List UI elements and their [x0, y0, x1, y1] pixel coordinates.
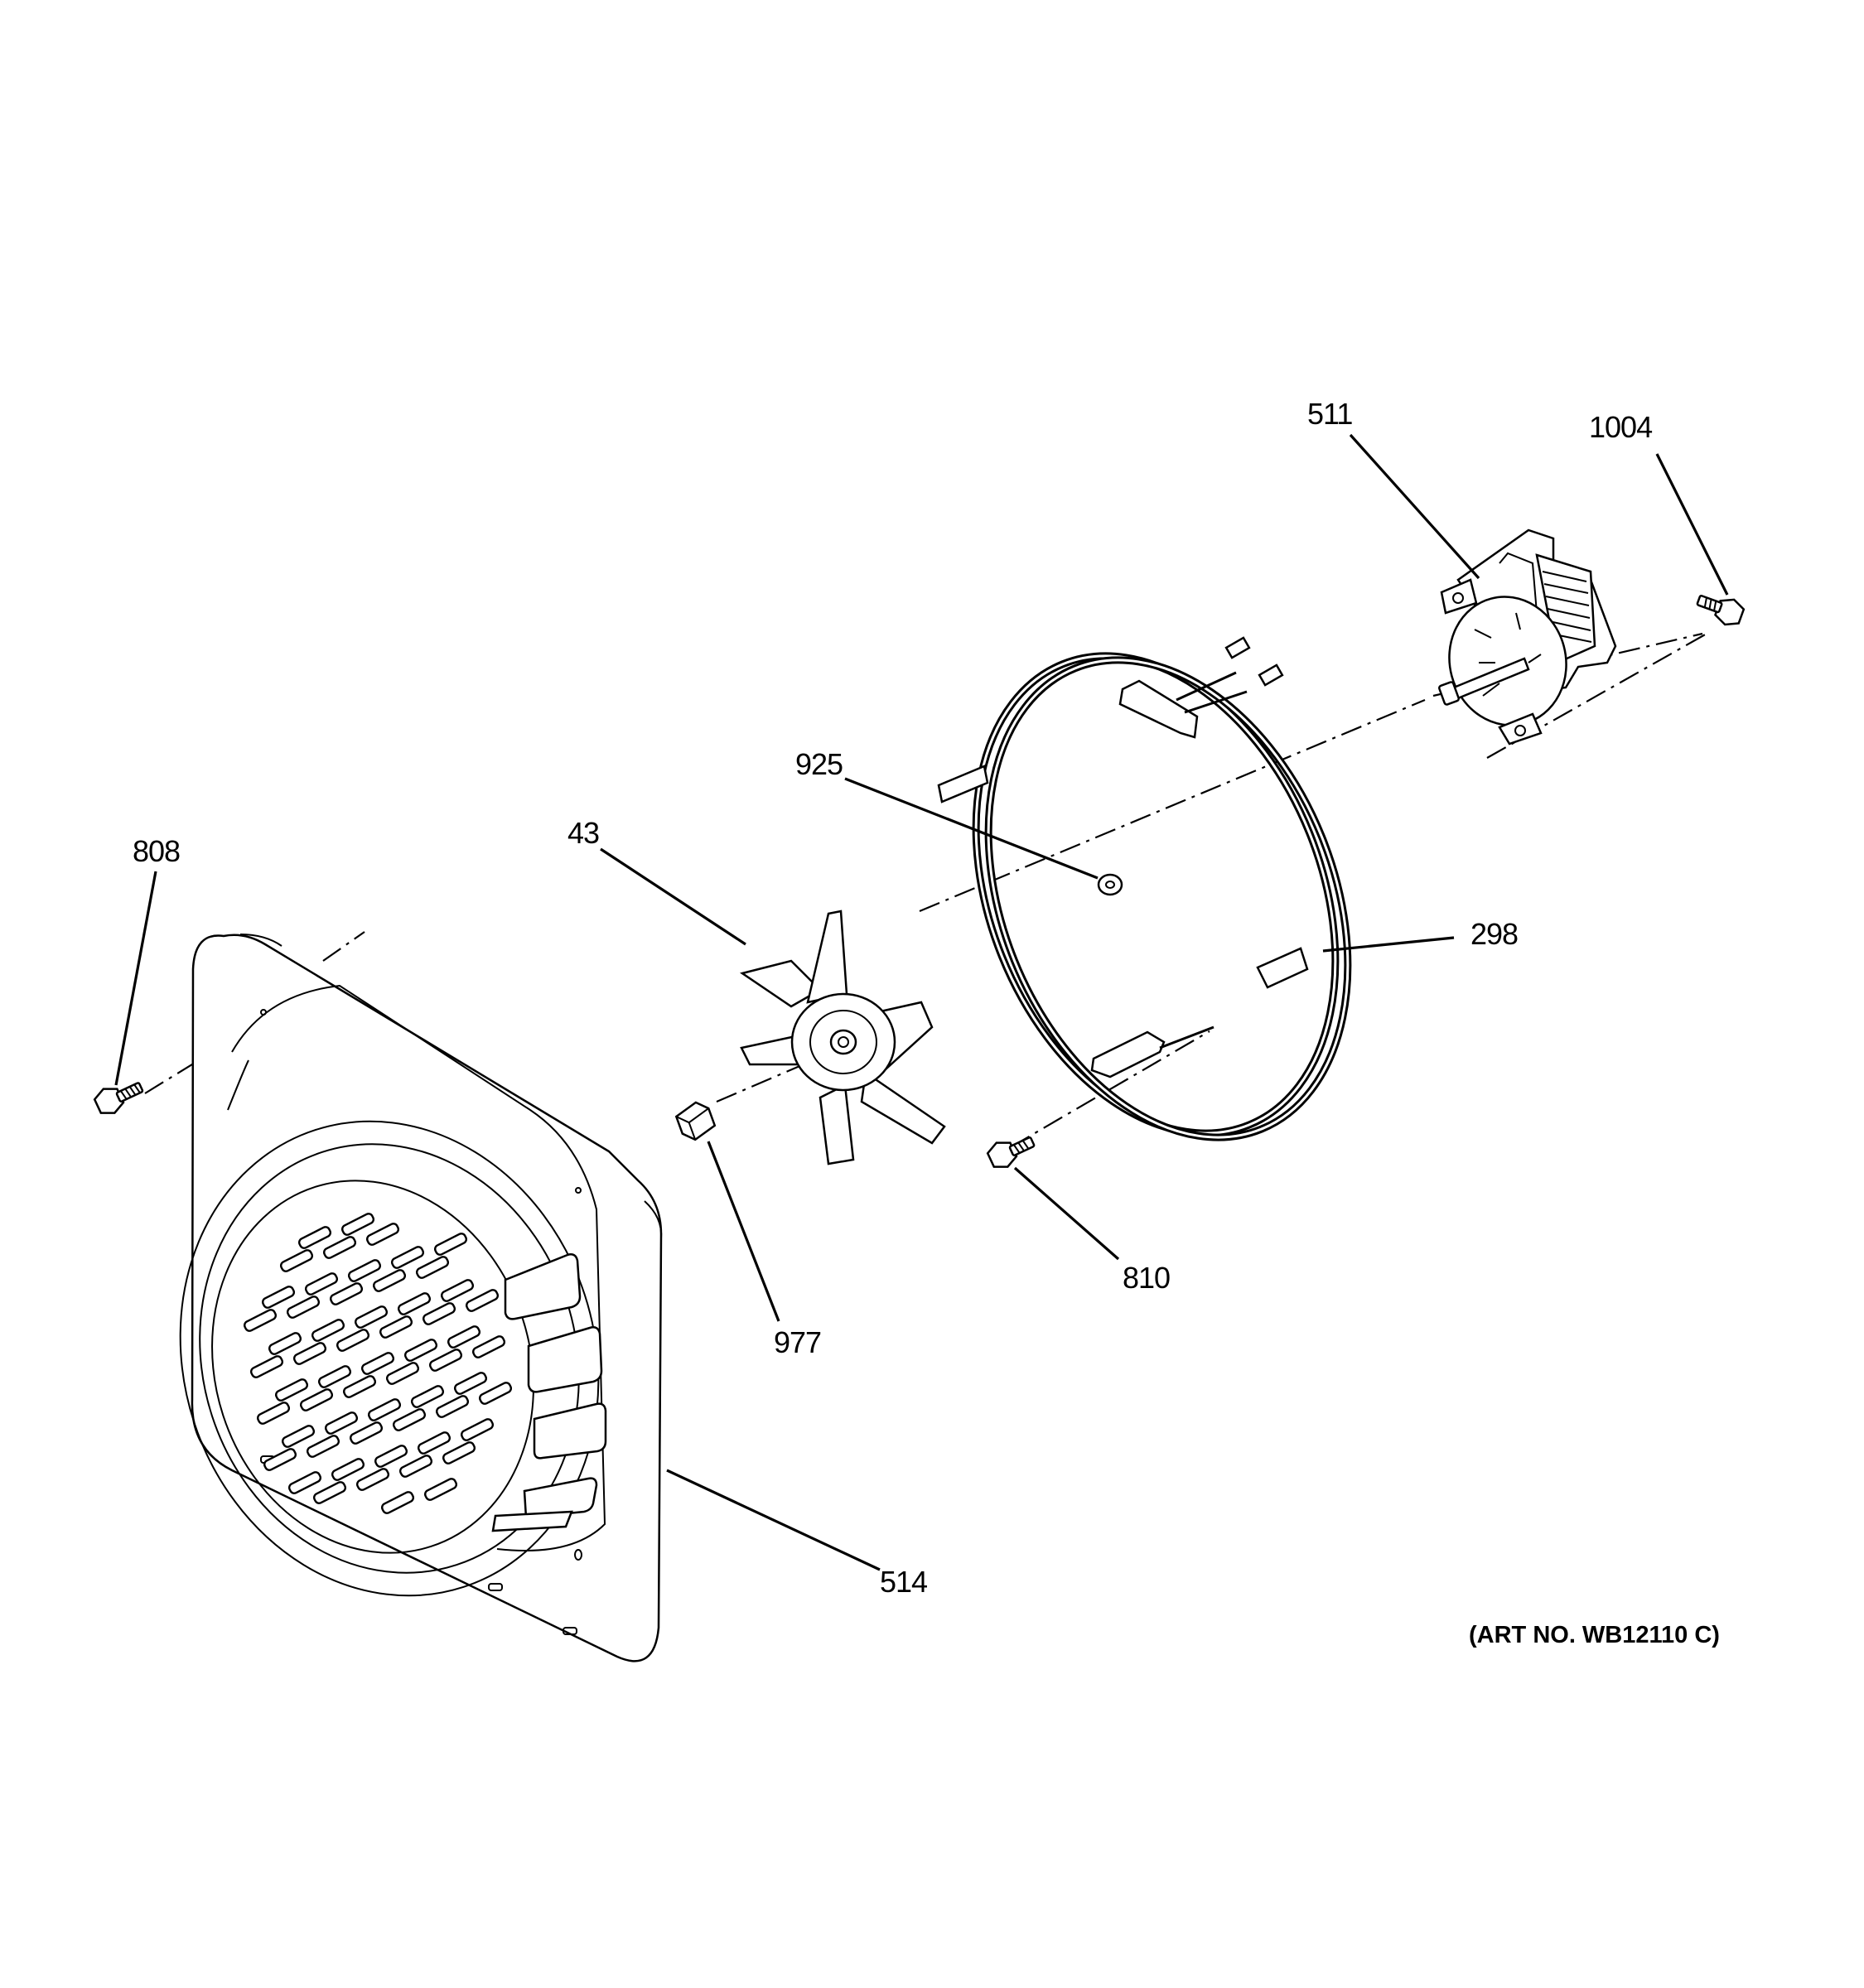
callout-808: 808	[133, 834, 180, 868]
grille-slot	[331, 1458, 365, 1481]
grille-slot	[453, 1372, 488, 1395]
grille-slot	[297, 1226, 332, 1249]
grille-slot	[415, 1256, 450, 1279]
grille-slot	[385, 1362, 420, 1385]
grille-slot	[372, 1269, 407, 1292]
callout-810: 810	[1123, 1261, 1170, 1295]
heating-element	[937, 636, 1352, 1141]
grille-slot	[311, 1319, 345, 1342]
grille-slot	[249, 1355, 284, 1378]
screw-810	[986, 1136, 1036, 1168]
callout-514: 514	[880, 1565, 927, 1599]
fan-cover-panel	[179, 934, 663, 1662]
grille-slot	[347, 1259, 382, 1282]
grille-slot	[243, 1309, 278, 1332]
grille-slot	[428, 1349, 463, 1372]
callout-298: 298	[1470, 917, 1518, 951]
fan-blade	[739, 910, 946, 1165]
callout-labels: 511 1004 925 43 808 298 810 977 514 (ART…	[133, 397, 1720, 1648]
fan-motor	[1438, 528, 1617, 746]
grille-slot	[322, 1236, 357, 1259]
callout-43: 43	[567, 816, 599, 850]
callout-511: 511	[1307, 397, 1352, 431]
grille-slot	[279, 1249, 314, 1272]
grille-slot	[392, 1408, 427, 1431]
callout-977: 977	[774, 1325, 821, 1359]
grille-slot	[281, 1425, 316, 1448]
nut-977	[674, 1101, 717, 1141]
grille-slot	[422, 1302, 456, 1325]
grille-slot	[367, 1398, 402, 1421]
grille-slot	[447, 1325, 481, 1349]
grille-slot	[398, 1455, 433, 1478]
grille-slot	[261, 1286, 296, 1309]
grille-slot	[365, 1223, 400, 1246]
grille-slot	[435, 1395, 470, 1418]
grille-slot	[471, 1335, 506, 1358]
grille-slot	[274, 1378, 309, 1402]
grille-slot	[324, 1411, 359, 1435]
grille-slot	[355, 1468, 390, 1491]
grille-slot	[256, 1402, 291, 1425]
grille-slot	[304, 1272, 339, 1296]
grille-slot	[417, 1431, 452, 1455]
grille-slot	[286, 1296, 321, 1319]
art-number: (ART NO. WB12110 C)	[1469, 1622, 1720, 1648]
grille-slot	[374, 1445, 408, 1468]
grille-slot	[354, 1305, 389, 1329]
grille-slot	[465, 1289, 500, 1312]
callout-1004: 1004	[1589, 410, 1652, 444]
screw-808	[93, 1082, 144, 1114]
grille-slot	[306, 1435, 340, 1458]
grille-slot	[403, 1339, 438, 1362]
grille-slot	[329, 1282, 364, 1305]
grille-slot	[379, 1315, 413, 1339]
grille-slot	[312, 1481, 347, 1504]
grille-slot	[287, 1471, 322, 1494]
washer-925	[1097, 873, 1123, 896]
grille-slot	[268, 1332, 302, 1355]
grille-slot	[299, 1388, 334, 1411]
leader-lines	[114, 433, 1729, 1571]
grille-slot	[342, 1375, 377, 1398]
callout-925: 925	[795, 747, 843, 781]
grille-slot	[442, 1441, 476, 1464]
grille-slot	[360, 1352, 395, 1375]
screw-1004	[1696, 594, 1746, 626]
grille-slot	[440, 1279, 475, 1302]
grille-slot	[397, 1292, 432, 1315]
grille-slot	[292, 1342, 327, 1365]
grille-slot	[423, 1478, 458, 1501]
grille-slot	[317, 1365, 352, 1388]
grille-slot	[410, 1385, 445, 1408]
grille-slot	[349, 1421, 384, 1445]
grille-slot	[390, 1246, 425, 1269]
grille-slot	[263, 1448, 297, 1471]
grille-slot	[478, 1382, 513, 1405]
grille-slot	[433, 1233, 468, 1256]
grille-slot	[340, 1213, 375, 1236]
grille-slot	[380, 1491, 415, 1514]
grille-slot	[460, 1418, 495, 1441]
grille-slot	[336, 1329, 370, 1352]
grille-slots	[243, 1213, 513, 1514]
